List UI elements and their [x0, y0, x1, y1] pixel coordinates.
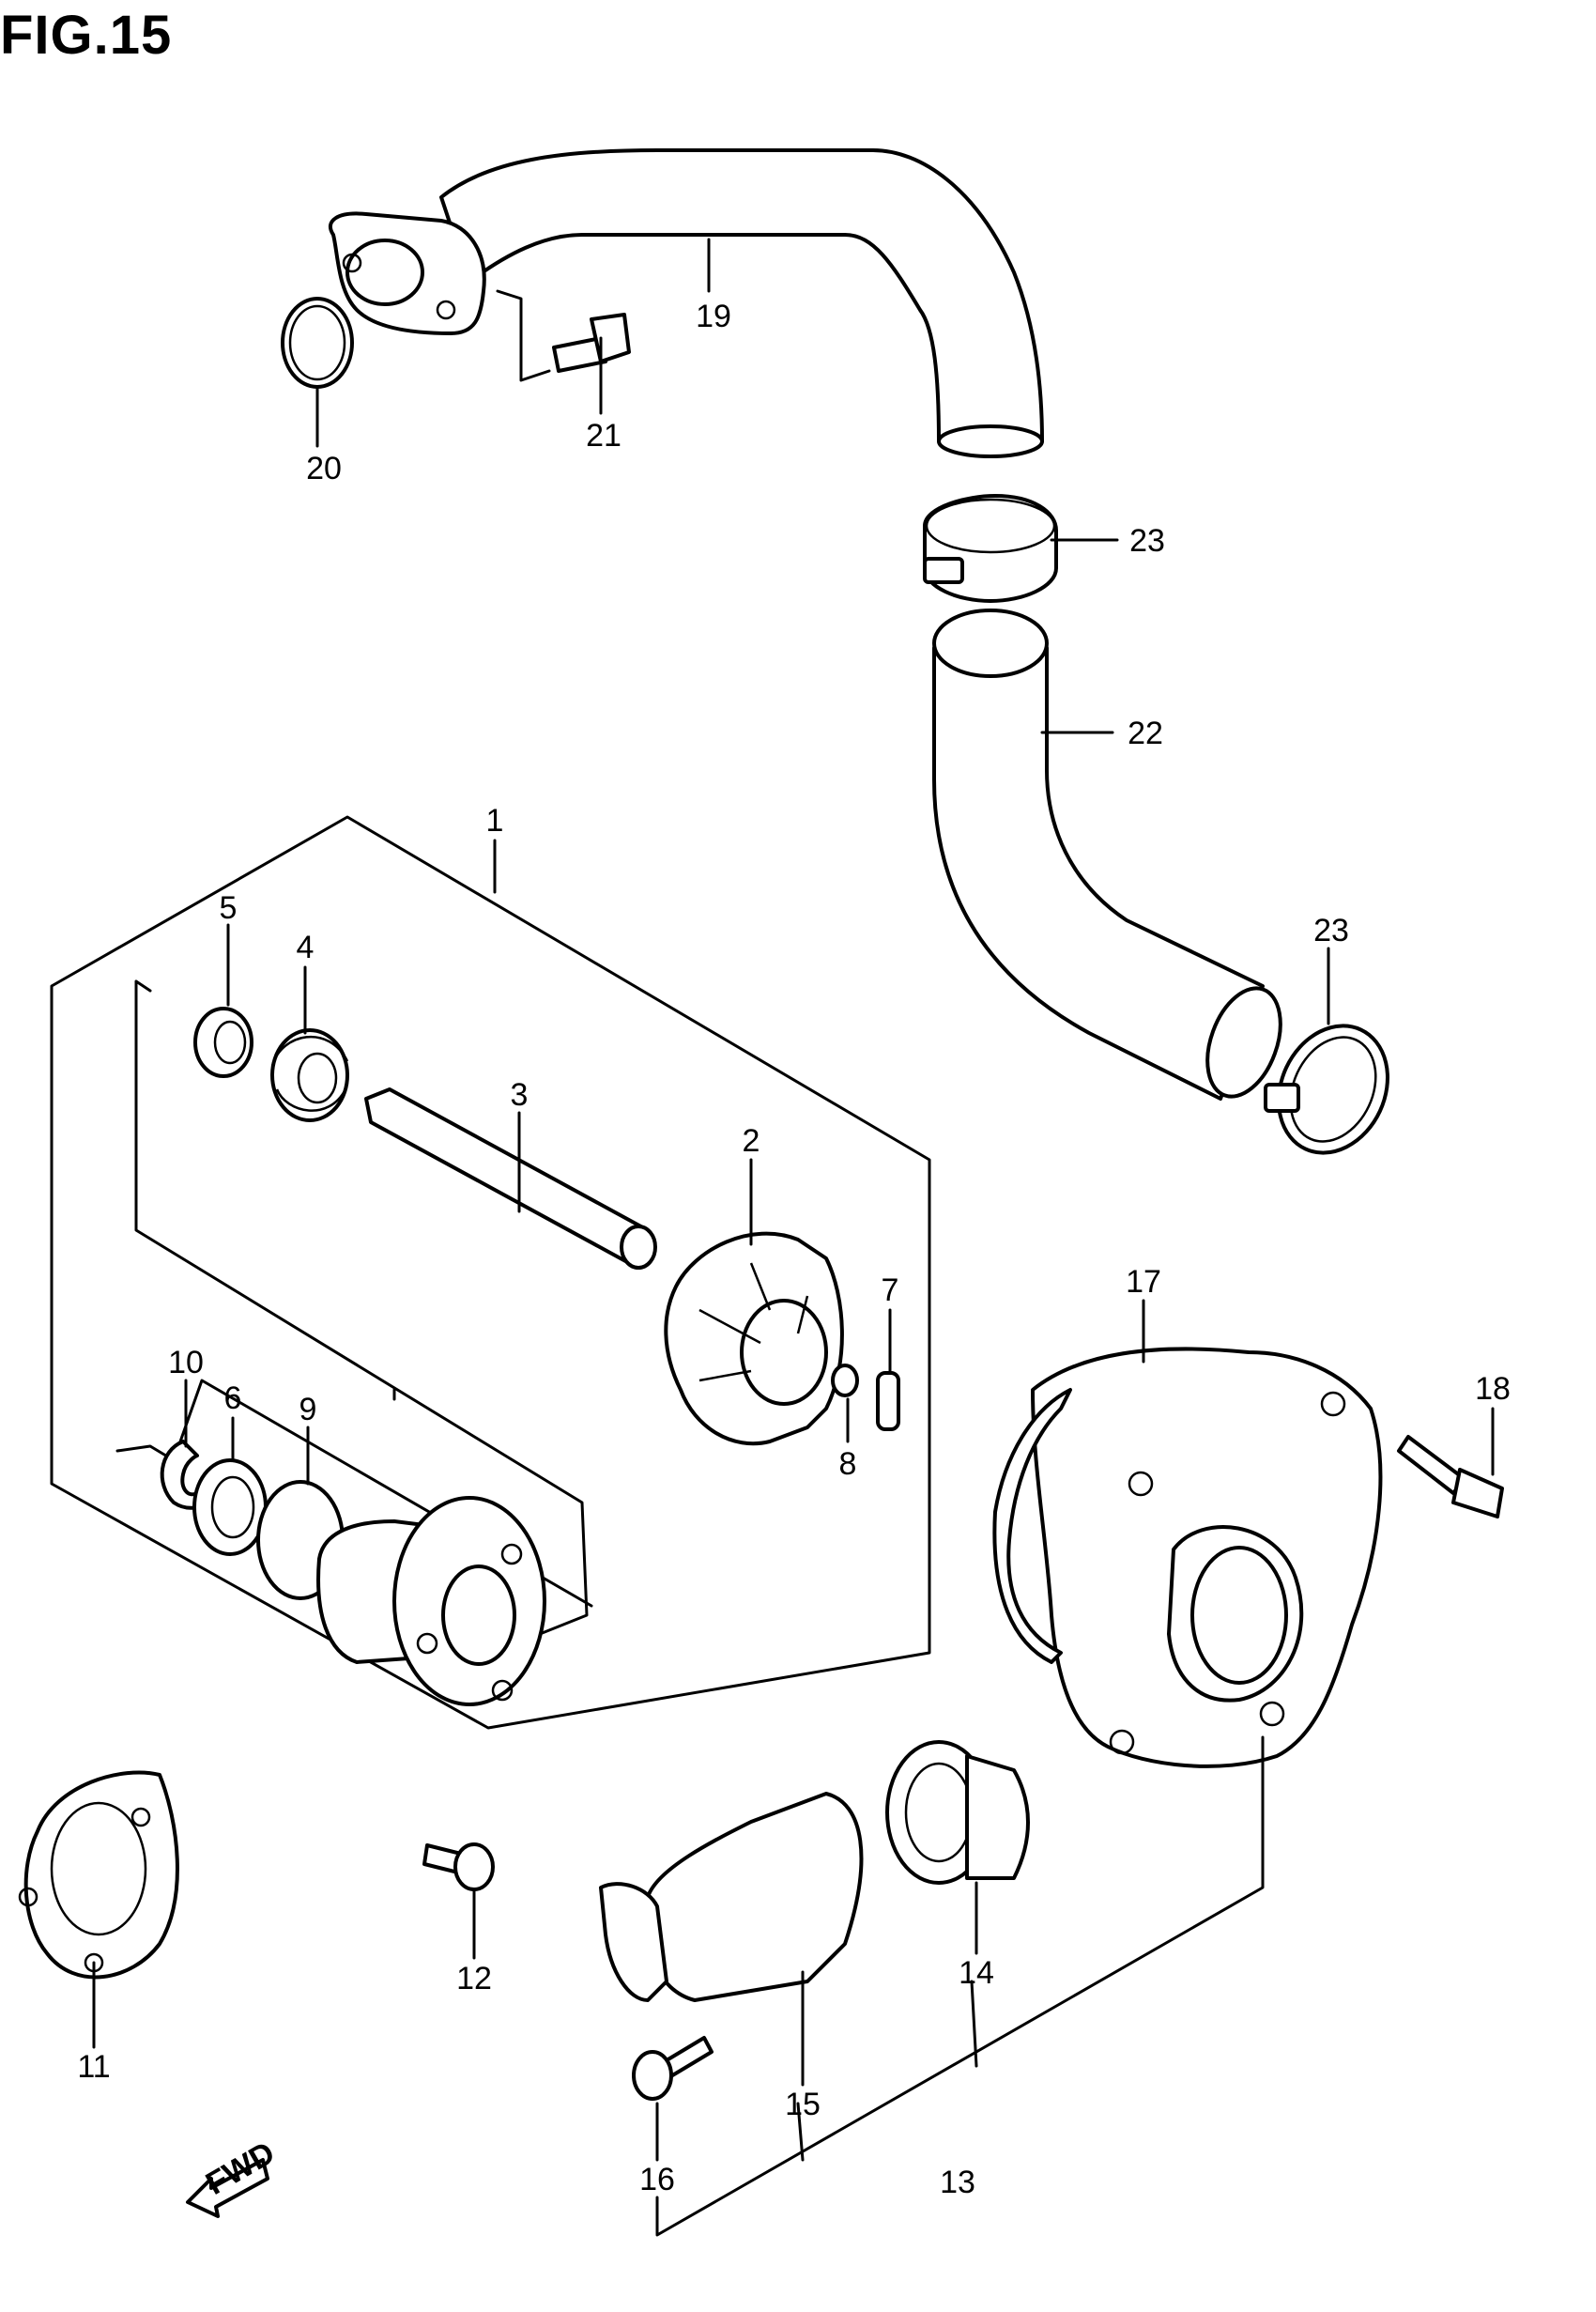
- callout-14: 14: [959, 1955, 994, 1991]
- pump-body: [316, 1496, 546, 1706]
- callout-11: 11: [77, 2049, 110, 2085]
- callout-20: 20: [306, 451, 342, 486]
- thermostat-14: [885, 1740, 1030, 1885]
- figure-title: FIG.15: [0, 5, 173, 66]
- seal-5: [193, 1007, 253, 1078]
- callout-10: 10: [168, 1345, 204, 1380]
- pin-7: [876, 1371, 900, 1431]
- impeller-2: [664, 1231, 844, 1446]
- callout-22: 22: [1128, 716, 1163, 751]
- callout-1: 1: [486, 803, 504, 839]
- callout-8: 8: [839, 1446, 857, 1482]
- callout-16: 16: [639, 2162, 675, 2197]
- callout-23-upper: 23: [1129, 523, 1165, 559]
- bearing-6: [192, 1458, 268, 1556]
- callout-23-lower: 23: [1313, 913, 1349, 948]
- mechanical-seal-4: [270, 1028, 349, 1122]
- o-ring-8: [831, 1364, 859, 1397]
- callout-9: 9: [299, 1392, 317, 1427]
- callout-13: 13: [940, 2165, 975, 2200]
- callout-21: 21: [586, 418, 622, 454]
- callout-3: 3: [511, 1077, 529, 1113]
- kit-outline-1: [50, 815, 931, 1730]
- pipe-19: [328, 148, 1044, 458]
- callout-19: 19: [696, 299, 731, 334]
- callout-4: 4: [297, 930, 315, 965]
- bolt-21: [496, 289, 631, 382]
- bolt-18: [1397, 1435, 1504, 1518]
- callout-7: 7: [882, 1272, 899, 1308]
- shaft-3: [364, 1087, 657, 1270]
- callout-12: 12: [456, 1961, 492, 1996]
- callout-15: 15: [785, 2087, 821, 2122]
- forward-arrow-icon: FWD: [186, 2135, 281, 2218]
- clamp-23-upper: [923, 494, 1058, 603]
- screw-12: [422, 1842, 495, 1891]
- gasket-11: [18, 1770, 179, 1980]
- callout-18: 18: [1475, 1371, 1511, 1407]
- clamp-23-lower: [1264, 1024, 1389, 1155]
- pump-cover-17: [992, 1347, 1383, 1768]
- thermostat-cover-15: [599, 1792, 864, 2002]
- hose-22: [932, 609, 1282, 1101]
- callout-2: 2: [743, 1123, 760, 1159]
- callout-6: 6: [224, 1380, 242, 1416]
- callout-17: 17: [1126, 1264, 1161, 1300]
- o-ring-20: [281, 297, 354, 389]
- screw-16: [632, 2036, 714, 2101]
- callout-5: 5: [220, 890, 238, 926]
